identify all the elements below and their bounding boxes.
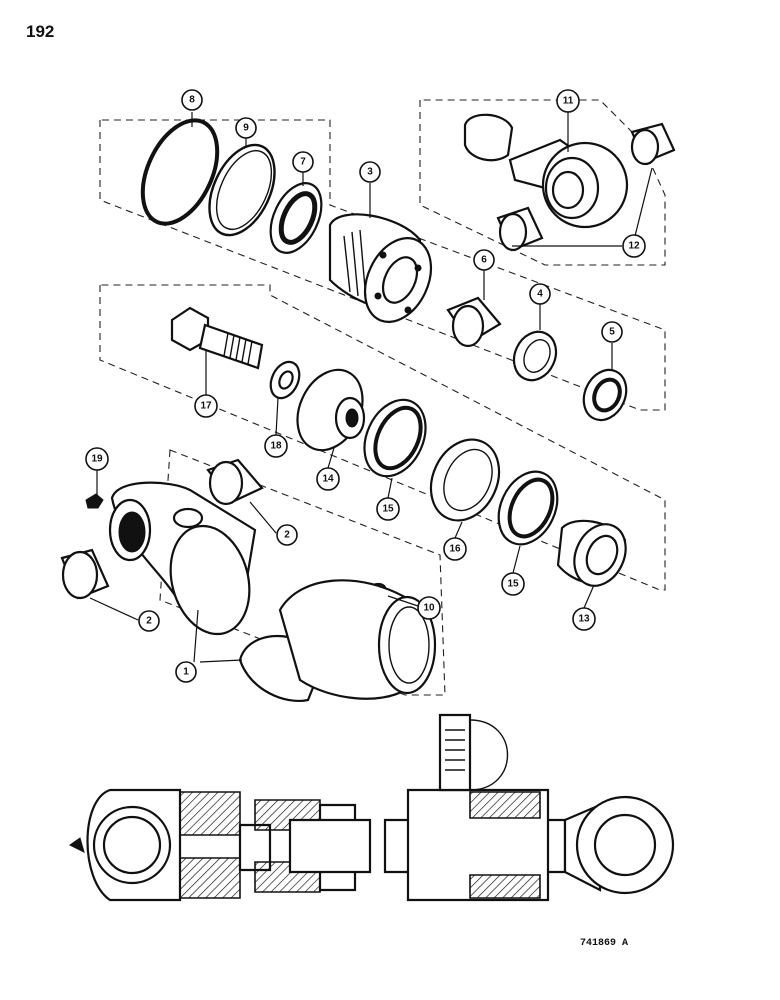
part-bushing-12b <box>630 122 676 166</box>
part-bushing-2b <box>60 548 110 600</box>
svg-text:15: 15 <box>382 504 394 515</box>
callout-7: 7 <box>292 151 314 173</box>
part-bushing-12a <box>496 206 544 252</box>
part-ring-4 <box>512 330 558 382</box>
part-barrel-end-1 <box>108 481 257 636</box>
part-seal-15b <box>497 470 559 546</box>
callout-9: 9 <box>235 117 257 139</box>
callout-12: 12 <box>622 234 646 258</box>
group-outline-rod-eye <box>419 99 666 266</box>
group-outline-piston <box>99 284 666 591</box>
svg-text:7: 7 <box>300 157 306 168</box>
svg-text:8: 8 <box>189 95 195 106</box>
callout-13: 13 <box>572 607 596 631</box>
callout-2a: 2 <box>276 524 298 546</box>
part-ring-9 <box>208 143 276 237</box>
callout-14: 14 <box>316 467 340 491</box>
callout-4: 4 <box>529 283 551 305</box>
svg-text:6: 6 <box>481 255 487 266</box>
callout-15a: 15 <box>376 497 400 521</box>
callout-6: 6 <box>473 249 495 271</box>
svg-text:3: 3 <box>367 167 373 178</box>
callout-16: 16 <box>443 537 467 561</box>
svg-text:13: 13 <box>578 614 590 625</box>
svg-text:1: 1 <box>183 667 189 678</box>
part-seal-15a <box>363 398 427 478</box>
part-gland-3 <box>328 213 433 323</box>
part-seal-5 <box>582 368 628 422</box>
callout-5: 5 <box>601 321 623 343</box>
svg-text:14: 14 <box>322 474 334 485</box>
part-piston-13 <box>556 519 627 587</box>
part-rod-eye-11 <box>463 113 629 229</box>
drawing-id: 741869 A <box>580 938 628 949</box>
callout-18: 18 <box>264 434 288 458</box>
svg-text:16: 16 <box>449 544 461 555</box>
page-number: 192 <box>26 22 55 41</box>
callout-3: 3 <box>359 161 381 183</box>
svg-text:4: 4 <box>537 289 543 300</box>
part-bushing-2a <box>206 458 264 506</box>
callout-17: 17 <box>194 394 218 418</box>
part-bushing-6 <box>446 296 502 348</box>
group-outline-gland <box>99 119 666 411</box>
assembly-cross-section <box>69 713 675 902</box>
svg-text:2: 2 <box>284 530 290 541</box>
svg-text:5: 5 <box>609 327 615 338</box>
part-washer-18 <box>269 360 301 400</box>
svg-text:17: 17 <box>200 401 212 412</box>
svg-text:9: 9 <box>243 123 249 134</box>
callout-11: 11 <box>556 89 580 113</box>
part-grease-fitting-19 <box>85 493 104 509</box>
part-spacer-14 <box>296 368 366 452</box>
svg-text:19: 19 <box>91 454 103 465</box>
svg-text:15: 15 <box>507 579 519 590</box>
callout-2b: 2 <box>138 610 160 632</box>
callout-8: 8 <box>181 89 203 111</box>
callout-10: 10 <box>417 596 441 620</box>
svg-text:10: 10 <box>423 603 435 614</box>
callout-15b: 15 <box>501 572 525 596</box>
part-ring-16 <box>429 438 501 522</box>
svg-text:11: 11 <box>563 96 574 107</box>
svg-text:12: 12 <box>628 241 640 252</box>
svg-text:18: 18 <box>270 441 282 452</box>
part-seal-7 <box>269 182 323 254</box>
part-barrel-tube-1 <box>238 579 437 703</box>
callout-1: 1 <box>175 661 197 683</box>
callout-19: 19 <box>85 447 109 471</box>
leader-lines <box>89 112 653 663</box>
svg-text:2: 2 <box>146 616 152 627</box>
part-bolt-17 <box>170 306 264 370</box>
part-ring-8 <box>140 118 220 226</box>
